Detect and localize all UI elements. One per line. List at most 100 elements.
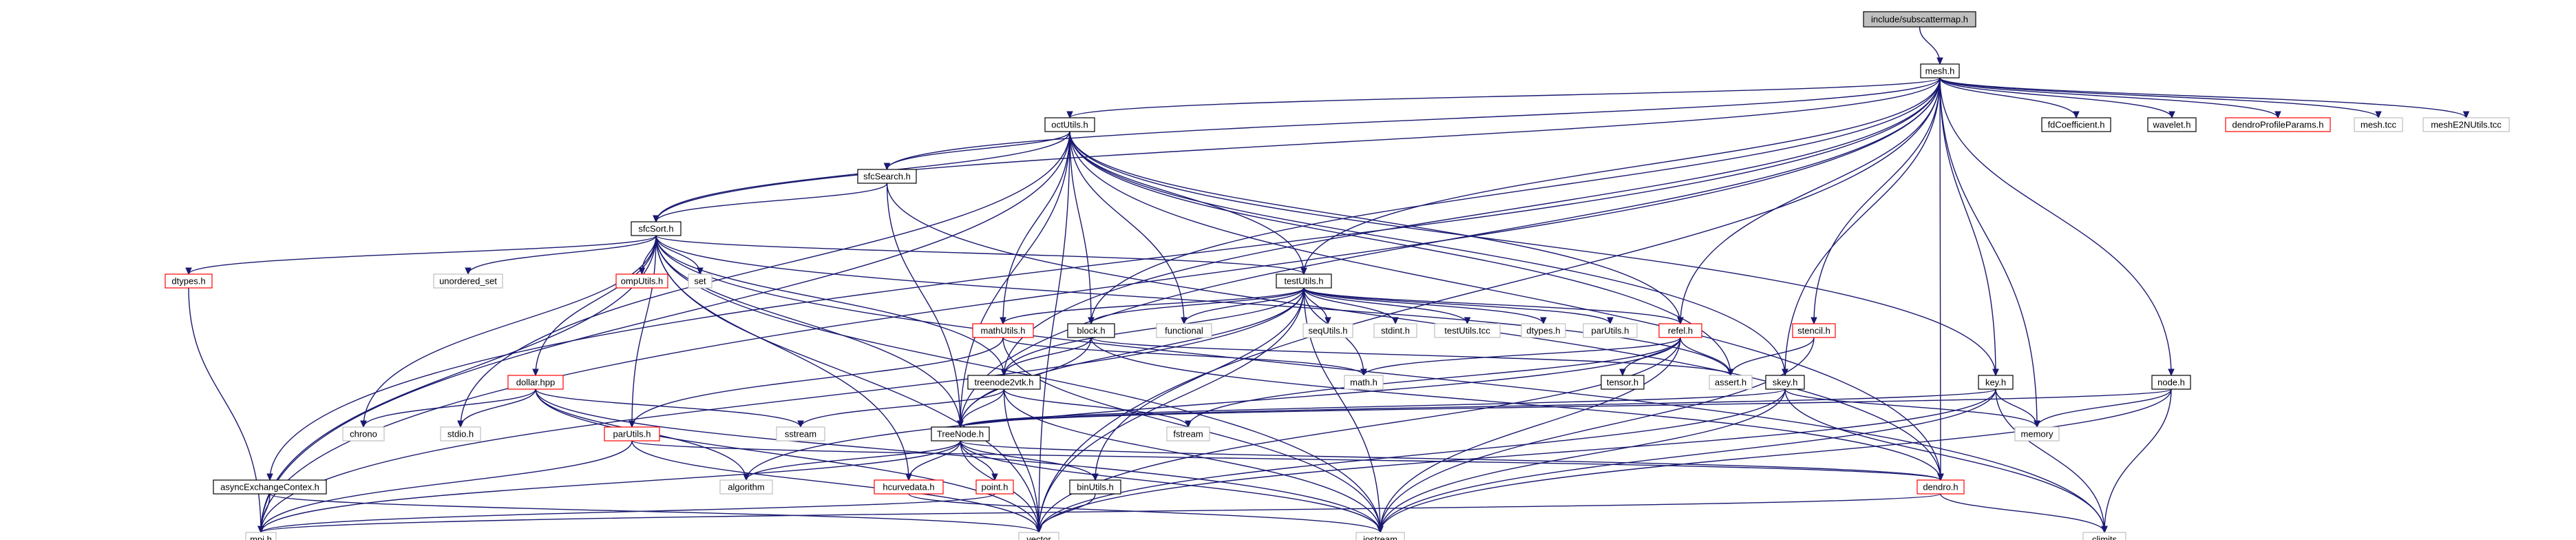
edge-testUtils-to-stdint bbox=[1303, 287, 1399, 325]
node-point[interactable]: point.h bbox=[975, 479, 1014, 495]
node-dendro[interactable]: dendro.h bbox=[1917, 479, 1965, 495]
edge-line bbox=[655, 235, 961, 428]
edge-line bbox=[1038, 388, 1786, 533]
node-subscattermap[interactable]: include/subscattermap.h bbox=[1863, 11, 1976, 28]
node-box bbox=[688, 273, 712, 289]
edge-line bbox=[1939, 77, 2038, 428]
node-sfcSearch[interactable]: sfcSearch.h bbox=[857, 169, 917, 184]
edge-line bbox=[188, 287, 262, 533]
edge-line bbox=[1090, 77, 1941, 324]
node-treenode2vtk[interactable]: treenode2vtk.h bbox=[967, 375, 1041, 390]
node-box bbox=[1344, 375, 1384, 390]
node-stencil[interactable]: stencil.h bbox=[1792, 323, 1836, 338]
node-label: mesh.tcc bbox=[2361, 120, 2397, 130]
node-box bbox=[1302, 323, 1353, 338]
node-box bbox=[165, 273, 213, 289]
edge-line bbox=[260, 493, 995, 533]
node-box bbox=[1917, 479, 1965, 495]
edge-TreeNode-to-point bbox=[960, 440, 998, 481]
edge-sfcSearch-to-TreeNode bbox=[886, 183, 964, 428]
node-hcurvedata[interactable]: hcurvedata.h bbox=[874, 479, 944, 495]
edge-line bbox=[1003, 287, 1305, 376]
edge-line bbox=[1380, 388, 2172, 533]
node-skey[interactable]: skey.h bbox=[1765, 375, 1805, 390]
node-asyncExchangeContex[interactable]: asyncExchangeContex.h bbox=[213, 479, 327, 495]
node-dtypes[interactable]: dtypes.h bbox=[165, 273, 213, 289]
node-wavelet[interactable]: wavelet.h bbox=[2147, 117, 2197, 132]
node-chrono: chrono bbox=[342, 426, 385, 442]
node-box bbox=[342, 426, 385, 442]
edge-line bbox=[1038, 77, 1941, 533]
edge-line bbox=[269, 77, 1941, 481]
node-sfcSort[interactable]: sfcSort.h bbox=[631, 221, 682, 236]
node-vector: vector bbox=[1018, 532, 1059, 540]
node-node[interactable]: node.h bbox=[2151, 375, 2191, 390]
node-dendroProfileParams[interactable]: dendroProfileParams.h bbox=[2225, 117, 2331, 132]
node-parUtils[interactable]: parUtils.h bbox=[604, 426, 660, 442]
node-label: unordered_set bbox=[439, 276, 497, 287]
edge-mesh-to-TreeNode bbox=[957, 77, 1941, 428]
edge-mesh-to-block bbox=[1088, 77, 1941, 325]
edge-treenode2vtk-to-fstream bbox=[1003, 388, 1192, 428]
file-nodes: include/subscattermap.h mesh.h mpi.h vector… bbox=[165, 11, 2510, 540]
node-box bbox=[2225, 117, 2331, 132]
edge-mesh-to-wavelet bbox=[1939, 77, 2175, 119]
node-tensor[interactable]: tensor.h bbox=[1601, 375, 1645, 390]
edge-skey-to-memory bbox=[1784, 388, 2040, 428]
node-box bbox=[776, 426, 825, 442]
node-label: refel.h bbox=[1668, 326, 1693, 336]
edge-sfcSort-to-testUtils bbox=[655, 235, 1307, 276]
edge-line bbox=[800, 388, 1005, 428]
node-label: functional bbox=[1165, 326, 1203, 336]
node-label: mpi.h bbox=[250, 534, 272, 540]
node-box bbox=[1765, 375, 1805, 390]
node-label: key.h bbox=[1985, 377, 2006, 388]
edge-line bbox=[655, 235, 1731, 376]
edge-block-to-treenode2vtk bbox=[1000, 337, 1092, 377]
edge-arrowhead bbox=[465, 267, 472, 276]
edge-dollar-to-chrono bbox=[360, 388, 536, 428]
node-mathUtils[interactable]: mathUtils.h bbox=[972, 323, 1034, 338]
edge-asyncExchangeContex-to-vector bbox=[269, 493, 1042, 534]
node-TreeNode[interactable]: TreeNode.h bbox=[931, 426, 990, 442]
node-box bbox=[857, 169, 917, 184]
node-mpi: mpi.h bbox=[245, 532, 277, 540]
edge-line bbox=[535, 388, 1381, 533]
node-testUtils[interactable]: testUtils.h bbox=[1276, 273, 1332, 289]
node-mesh[interactable]: mesh.h bbox=[1920, 63, 1960, 79]
edge-testUtils-to-treenode2vtk bbox=[1000, 287, 1305, 377]
node-label: TreeNode.h bbox=[937, 429, 984, 439]
edge-testUtils-to-block bbox=[1088, 287, 1305, 325]
edge-line bbox=[1002, 131, 1070, 324]
node-refel[interactable]: refel.h bbox=[1658, 323, 1702, 338]
node-fdCoefficient[interactable]: fdCoefficient.h bbox=[2041, 117, 2111, 132]
node-label: sstream bbox=[785, 429, 816, 439]
node-label: skey.h bbox=[1773, 377, 1798, 388]
node-label: stdint.h bbox=[1381, 326, 1410, 336]
edge-dollar-to-sstream bbox=[535, 388, 804, 428]
node-box bbox=[440, 426, 481, 442]
edge-line bbox=[960, 388, 1786, 428]
edge-line bbox=[1680, 77, 1941, 324]
node-block[interactable]: block.h bbox=[1067, 323, 1115, 338]
edge-line bbox=[886, 183, 961, 428]
node-ompUtils[interactable]: ompUtils.h bbox=[615, 273, 668, 289]
node-label: sfcSearch.h bbox=[863, 172, 911, 182]
edge-line bbox=[1003, 388, 1039, 533]
node-box bbox=[615, 273, 668, 289]
edge-line bbox=[1069, 131, 1786, 376]
node-functional: functional bbox=[1156, 323, 1212, 338]
node-label: fdCoefficient.h bbox=[2048, 120, 2105, 130]
edge-line bbox=[535, 388, 1039, 533]
node-key[interactable]: key.h bbox=[1978, 375, 2014, 390]
node-octUtils[interactable]: octUtils.h bbox=[1044, 117, 1095, 132]
node-dollar[interactable]: dollar.hpp bbox=[507, 375, 564, 390]
edge-arrowhead bbox=[1677, 317, 1684, 325]
edge-line bbox=[460, 388, 536, 428]
edge-line bbox=[960, 388, 1996, 428]
edge-line bbox=[1069, 131, 1731, 376]
node-binUtils[interactable]: binUtils.h bbox=[1069, 479, 1121, 495]
node-label: asyncExchangeContex.h bbox=[220, 482, 319, 492]
node-box bbox=[1276, 273, 1332, 289]
edge-sfcSort-to-TreeNode bbox=[655, 235, 964, 428]
